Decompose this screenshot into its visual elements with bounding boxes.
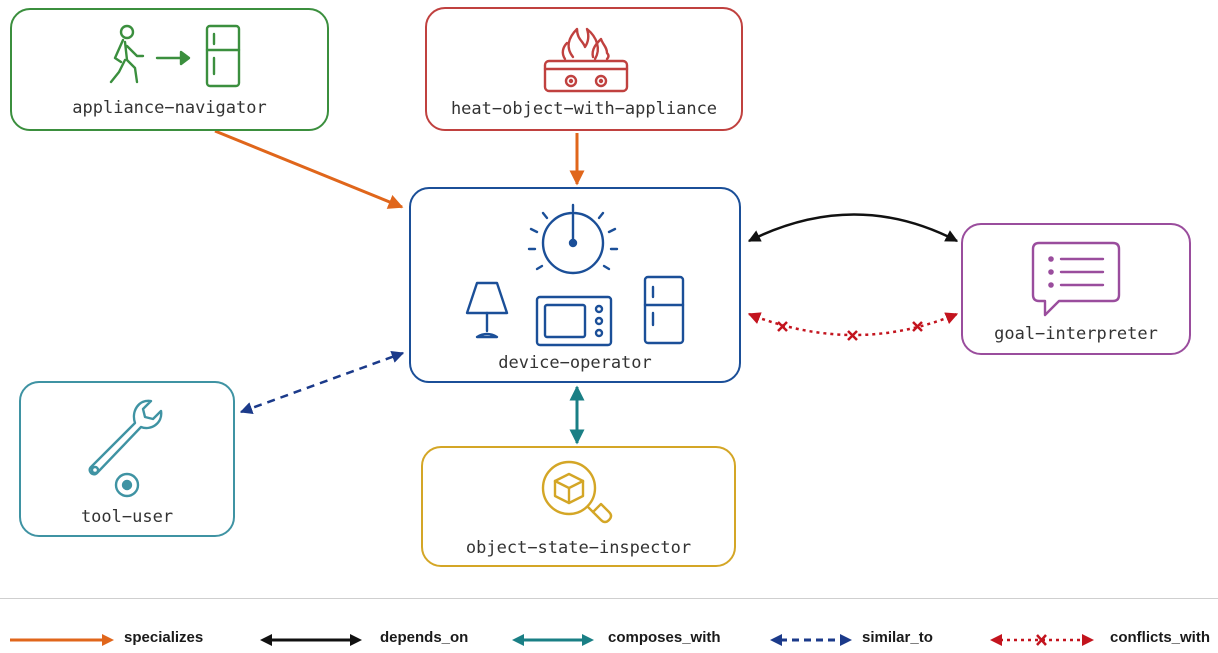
walking-to-fridge-icon xyxy=(109,24,241,88)
appliance-navigator-label: appliance−navigator xyxy=(72,98,267,118)
node-heat-object-with-appliance[interactable]: heat−object−with−appliance xyxy=(425,7,743,131)
legend-conflicts-with-label: conflicts_with xyxy=(1110,629,1211,646)
legend-depends-on: depends_on xyxy=(258,626,478,652)
stove-fire-icon xyxy=(543,27,629,93)
edge-similar-to xyxy=(239,350,405,415)
legend-divider xyxy=(0,598,1218,599)
legend-depends-on-swatch xyxy=(260,634,362,646)
device-operator-label: device−operator xyxy=(498,353,652,373)
legend-depends-on-label: depends_on xyxy=(380,629,469,646)
legend-composes-with: composes_with xyxy=(510,626,740,652)
legend-similar-to-swatch xyxy=(770,634,852,646)
microwave-icon xyxy=(535,295,613,347)
legend-similar-to-label: similar_to xyxy=(862,629,933,646)
node-appliance-navigator[interactable]: appliance−navigator xyxy=(10,8,329,131)
speech-bubble-list-icon xyxy=(1031,241,1121,317)
legend-similar-to: similar_to xyxy=(768,626,968,652)
node-goal-interpreter[interactable]: goal−interpreter xyxy=(961,223,1191,355)
node-device-operator[interactable]: device−operator xyxy=(409,187,741,383)
legend-conflicts-with: conflicts_with xyxy=(988,626,1216,652)
conflict-x-marks xyxy=(777,321,923,341)
object-state-inspector-label: object−state−inspector xyxy=(465,538,692,558)
edge-depends-on xyxy=(747,213,959,243)
legend-specializes: specializes xyxy=(8,626,218,652)
legend-composes-with-swatch xyxy=(512,634,594,646)
lamp-icon xyxy=(465,281,509,339)
node-tool-user[interactable]: tool−user xyxy=(19,381,235,537)
relationship-edges xyxy=(214,129,959,445)
node-object-state-inspector[interactable]: object−state−inspector xyxy=(421,446,736,567)
tool-user-label: tool−user xyxy=(80,507,174,527)
legend-composes-with-label: composes_with xyxy=(608,629,721,646)
wrench-icon xyxy=(88,399,163,498)
heat-object-label: heat−object−with−appliance xyxy=(450,99,718,119)
edge-specializes-navigator xyxy=(214,129,404,209)
cube-magnifier-icon xyxy=(541,460,613,524)
legend-conflicts-with-swatch xyxy=(990,634,1094,646)
dial-gauge-icon xyxy=(527,203,619,275)
fridge-icon xyxy=(643,275,685,345)
legend-specializes-swatch xyxy=(10,634,114,646)
legend-specializes-label: specializes xyxy=(124,629,204,646)
goal-interpreter-label: goal−interpreter xyxy=(994,324,1158,344)
